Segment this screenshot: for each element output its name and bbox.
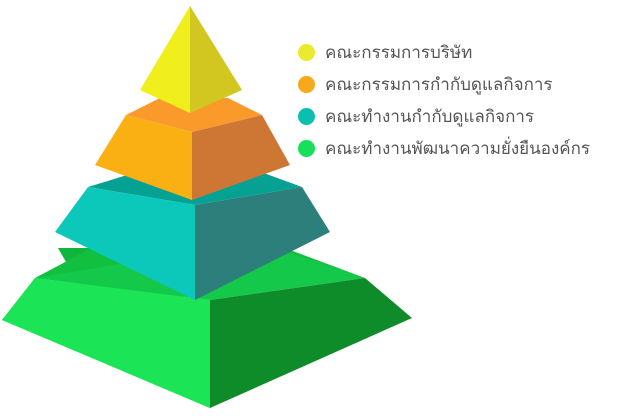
legend-label: คณะกรรมการกำกับดูแลกิจการ (325, 74, 553, 95)
legend-dot-icon (298, 107, 315, 125)
legend-item-governance-working-group: คณะทำงานกำกับดูแลกิจการ (298, 100, 628, 132)
legend-item-board: คณะกรรมการบริษัท (298, 36, 628, 68)
legend-label: คณะทำงานพัฒนาความยั่งยืนองค์กร (325, 138, 591, 159)
legend-label: คณะกรรมการบริษัท (325, 42, 473, 63)
level-2-front-right (192, 115, 290, 200)
legend-dot-icon (298, 43, 315, 61)
legend-dot-icon (298, 75, 315, 93)
legend-dot-icon (298, 139, 315, 157)
level-3-front-right (195, 187, 330, 300)
level-4-front-left (2, 278, 210, 408)
level-4-front-right (210, 278, 412, 408)
legend-item-governance-committee: คณะกรรมการกำกับดูแลกิจการ (298, 68, 628, 100)
legend: คณะกรรมการบริษัท คณะกรรมการกำกับดูแลกิจก… (298, 36, 628, 164)
level-2-front-left (95, 115, 192, 200)
level-3-front-left (55, 187, 195, 300)
level-1-front-left (140, 6, 190, 113)
pyramid-level-1 (140, 6, 242, 113)
level-1-front-right (190, 6, 242, 113)
pyramid-level-2 (95, 98, 290, 200)
legend-label: คณะทำงานกำกับดูแลกิจการ (325, 106, 535, 127)
level-2-top-rim (126, 98, 262, 132)
legend-item-sustainability-working-group: คณะทำงานพัฒนาความยั่งยืนองค์กร (298, 132, 628, 164)
